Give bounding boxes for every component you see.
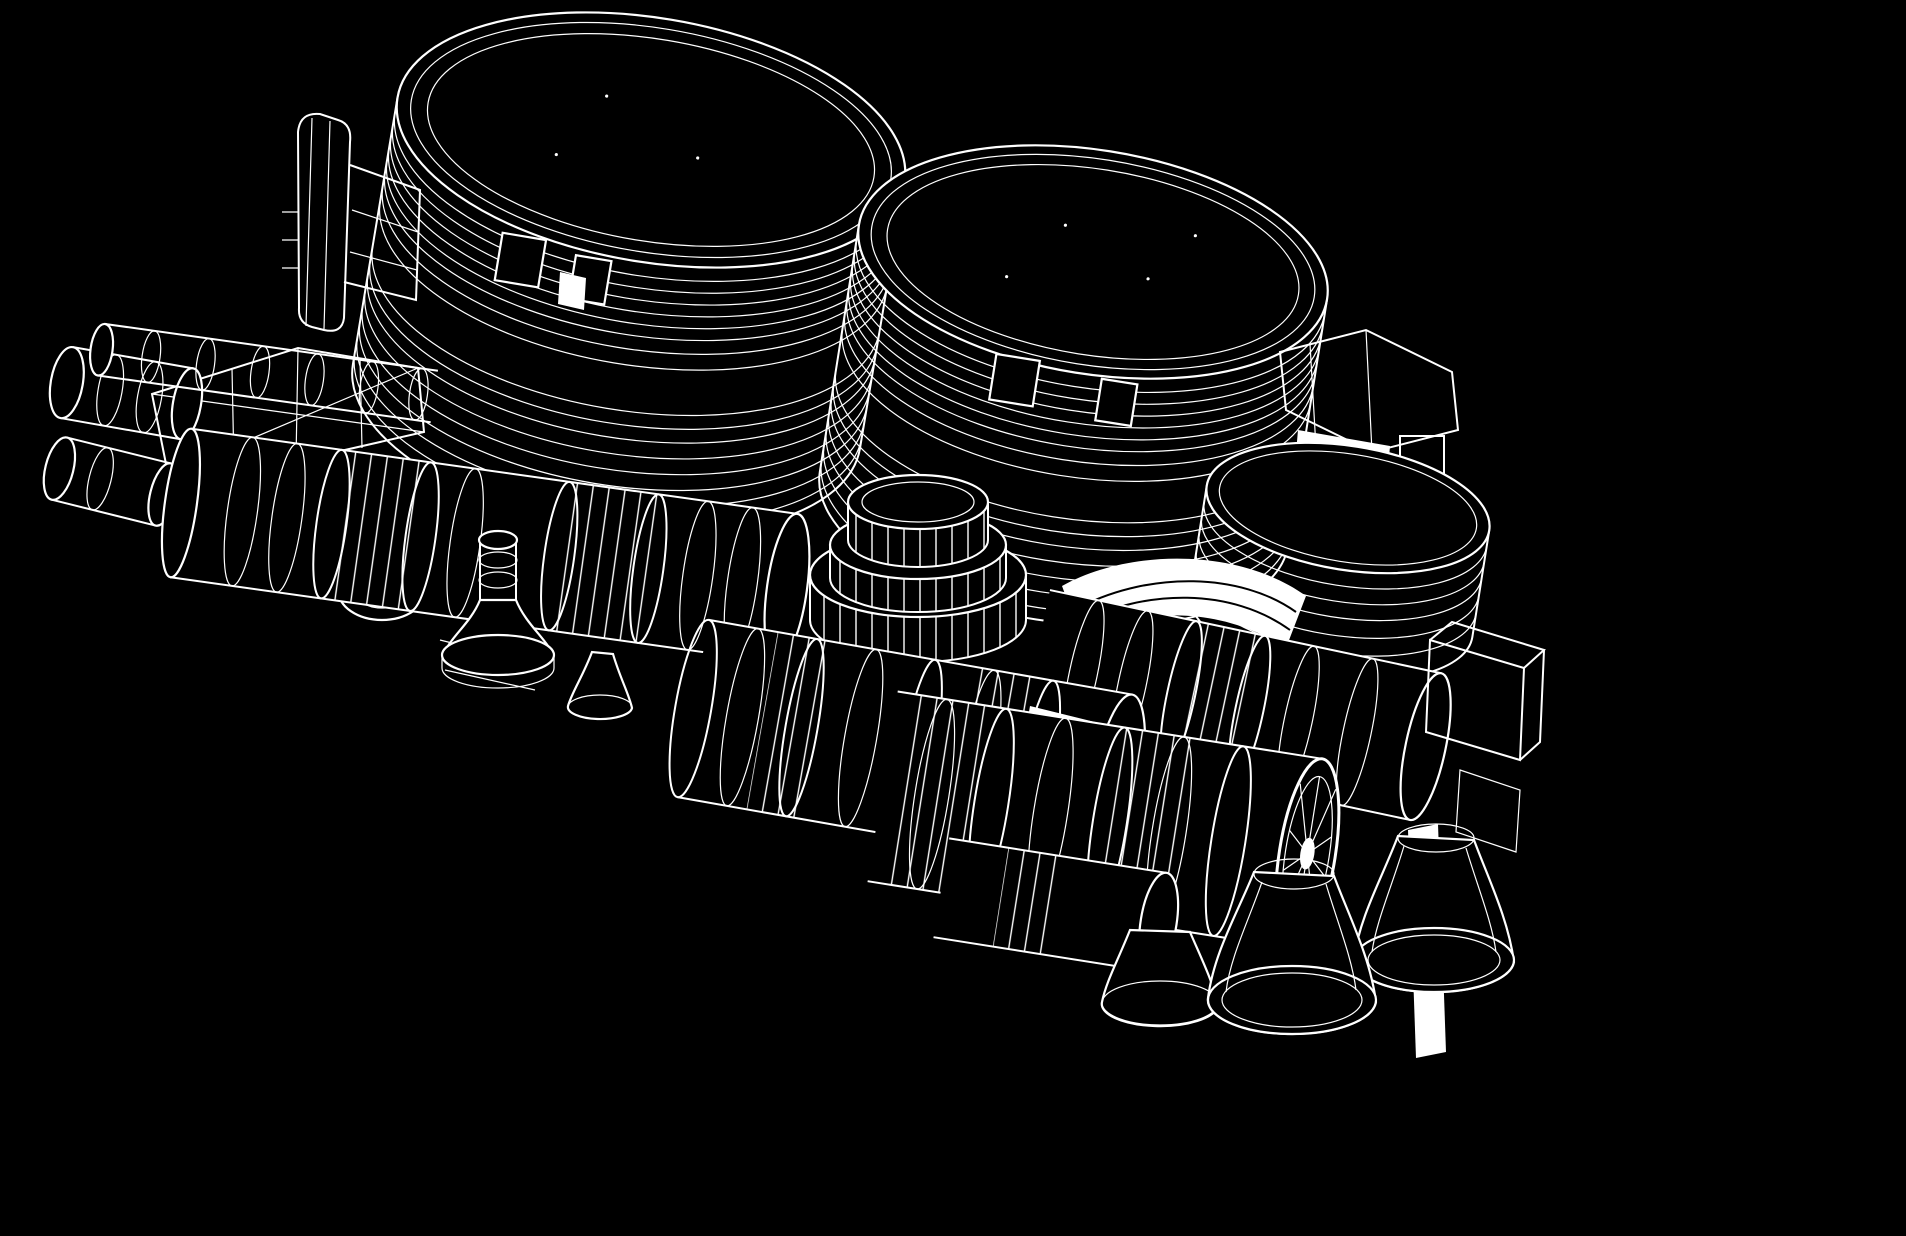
end-cap-hub — [1300, 837, 1315, 870]
drum-top-face — [1205, 441, 1491, 575]
center-white-tab — [558, 272, 586, 310]
cylinder-end-cap — [1399, 672, 1452, 822]
nozzle-throat — [1253, 858, 1335, 890]
nozzle-mouth — [1352, 926, 1516, 994]
drum-top-face — [395, 11, 907, 269]
funnel-stack — [440, 529, 556, 689]
nozzle-mouth — [1206, 964, 1378, 1036]
drum-bands — [820, 238, 1326, 615]
right-drum-tank — [818, 144, 1329, 627]
nozzle-bell-front — [1206, 858, 1378, 1036]
engine-pod — [42, 436, 180, 527]
engine-pod — [48, 345, 204, 441]
nozzle-bells — [1100, 823, 1516, 1036]
drum-rim-clamp — [1094, 377, 1139, 428]
drum-rim-clamp — [493, 231, 548, 289]
nozzle-bell-right — [1352, 823, 1516, 994]
nozzle-throat — [1397, 823, 1475, 853]
cross-pipe — [88, 322, 439, 424]
turbine-top-face — [846, 473, 990, 531]
right-box-cluster — [1424, 620, 1546, 853]
drum-top-face — [857, 144, 1329, 380]
cylinder-end-cap — [160, 427, 202, 579]
nozzle-small-left — [566, 650, 634, 721]
turbine-stack — [808, 473, 1028, 663]
drum-rim-clamp — [987, 352, 1042, 408]
